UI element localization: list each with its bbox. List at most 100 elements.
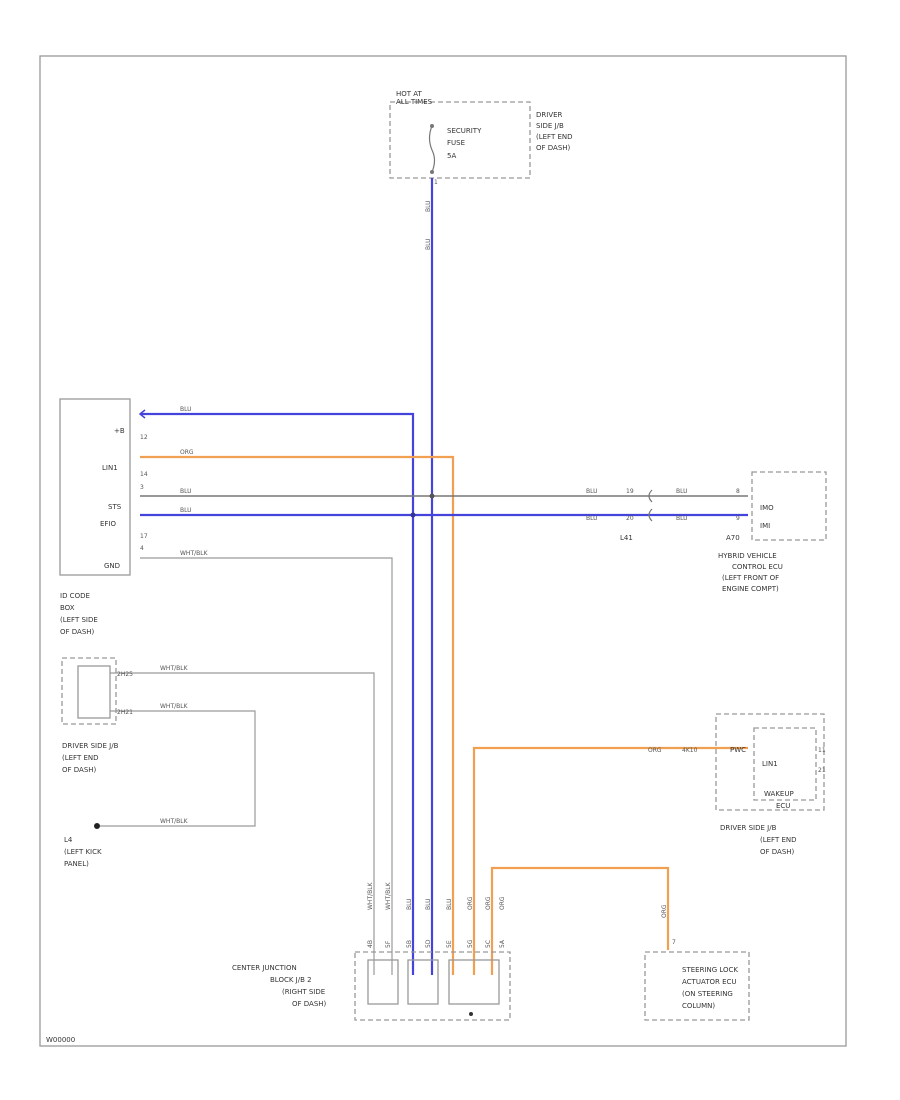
wl-efio-r2: BLU [676,515,688,522]
center-jb-wire-label: ORG [499,896,506,910]
center-jb-pin: 5D [425,939,432,948]
pin-sts: STS [108,503,122,511]
ground-l4: WHT/BLK L4 (LEFT KICK PANEL) [64,818,189,868]
fuse-name-2: FUSE [447,139,465,147]
l41-symbol-a [648,489,653,503]
driver-jb-outline [61,657,117,725]
djb-name-1: (LEFT END [62,754,99,762]
wl-sts: BLU [180,488,192,495]
id-ecu-name-0: ID CODE [60,592,90,600]
id-code-ecu-body [59,398,131,576]
ground-label-2: (LEFT KICK [64,848,102,856]
hybrid-name-3: ENGINE COMPT) [722,585,779,593]
fuse-pin: 1 [434,179,438,186]
wire-steering-lock [490,866,670,975]
center-jb-wire-label: BLU [446,898,453,910]
wl-sts-r2: BLU [676,488,688,495]
cjb-name-3: OF DASH) [292,1000,327,1008]
wire-gnd [140,557,393,975]
pin-bplus: +B [114,427,125,435]
cjb-name-2: (RIGHT SIDE [282,988,325,996]
wl-bplus: BLU [180,406,192,413]
fuse-element [428,125,436,173]
connector-a70: 8 9 A70 [726,488,740,542]
fuse-location-2: SIDE J/B [536,122,564,130]
junction-dots [410,493,435,518]
hybrid-name-2: (LEFT FRONT OF [722,574,779,582]
fuse-location-4: OF DASH) [536,144,571,152]
center-jb-wire-label: ORG [467,896,474,910]
ground-label-1: L4 [64,836,73,844]
wakeup-inner-num: 21 [818,767,826,774]
l41-pin-a: 19 [626,488,634,495]
djb-pin-a: 2H25 [117,671,133,678]
center-jb-pin: 5B [406,940,413,948]
fuse-location-1: DRIVER [536,111,563,119]
steering-name-3: COLUMN) [682,1002,715,1010]
ground-point [94,823,100,829]
a70-pin-b: 9 [736,515,740,522]
steering-lock-outline [644,951,750,1021]
wakeup-inner [753,727,817,801]
center-jb-wire-label: WHT/BLK [367,881,374,910]
wakeup-pin-num: 11 [818,747,826,754]
id-ecu-name-2: (LEFT SIDE [60,616,98,624]
a70-label: A70 [726,534,740,542]
hot-label-1: HOT AT [396,90,423,98]
wires [100,178,748,975]
wire-labels: BLU ORG BLU BLU WHT/BLK BLU BLU BLU BLU [180,406,688,557]
wakeup-wire-1: ORG [648,747,662,754]
wakeup-outline [715,713,825,811]
pin-num-4: 4 [140,545,144,552]
hybrid-pin-a: IMO [760,504,774,512]
steering-lock-pin: 7 [672,939,676,946]
wl-sts-r1: BLU [586,488,598,495]
pin-num-1: 14 [140,471,148,478]
fuse-box: HOT AT ALL TIMES SECURITY FUSE 5A DRIVER… [389,90,573,250]
wakeup-loc-1: (LEFT END [760,836,797,844]
wakeup-wire-2: 4K10 [682,747,698,754]
l41-symbol-b [648,508,653,522]
fuse-name-1: SECURITY [447,127,482,135]
wl-lin1: ORG [180,449,194,456]
pin-num-0: 12 [140,434,148,441]
pin-num-2: 3 [140,484,144,491]
center-jb-pin: 5E [446,940,453,948]
wakeup-inner-label: LIN1 [762,760,778,768]
center-jb-wire-label: BLU [425,898,432,910]
pin-gnd: GND [104,562,120,570]
wl-efio-r1: BLU [586,515,598,522]
wire-driver-jb-1 [110,672,375,975]
hybrid-name-0: HYBRID VEHICLE [718,552,777,560]
center-jb-pin: 4B [367,940,374,948]
steering-lock-wire: ORG [661,904,668,918]
wakeup-pin: PWC [730,746,746,754]
connector-l41: 19 20 L41 [620,488,653,542]
wakeup-loc-0: DRIVER SIDE J/B [720,824,777,832]
wl-gnd: WHT/BLK [180,550,209,557]
fuse-wire-color: BLU [425,238,432,250]
id-ecu-name-1: BOX [60,604,75,612]
fuse-terminal-bottom [430,170,434,174]
wire-bplus [140,412,415,975]
pin-lin1: LIN1 [102,464,118,472]
djb-wire-a: WHT/BLK [160,665,189,672]
driver-jb-inner [77,665,111,719]
center-jb-wire-label: ORG [485,896,492,910]
wakeup-loc-2: OF DASH) [760,848,795,856]
id-ecu-name-3: OF DASH) [60,628,95,636]
center-jb-pin: 5C [485,940,492,948]
wakeup-name-1: WAKEUP [764,790,794,798]
pin-efio: EFIO [100,520,117,528]
hybrid-ecu-outline [751,471,827,541]
diagram-frame [39,55,847,1047]
steering-name-0: STEERING LOCK [682,966,738,974]
fuse-location-3: (LEFT END [536,133,573,141]
l41-pin-b: 20 [626,515,634,522]
hot-label-2: ALL TIMES [396,98,433,106]
id-code-ecu: +B LIN1 STS EFIO GND 12 14 3 17 4 ID COD… [59,398,148,636]
cjb-name-0: CENTER JUNCTION [232,964,297,972]
